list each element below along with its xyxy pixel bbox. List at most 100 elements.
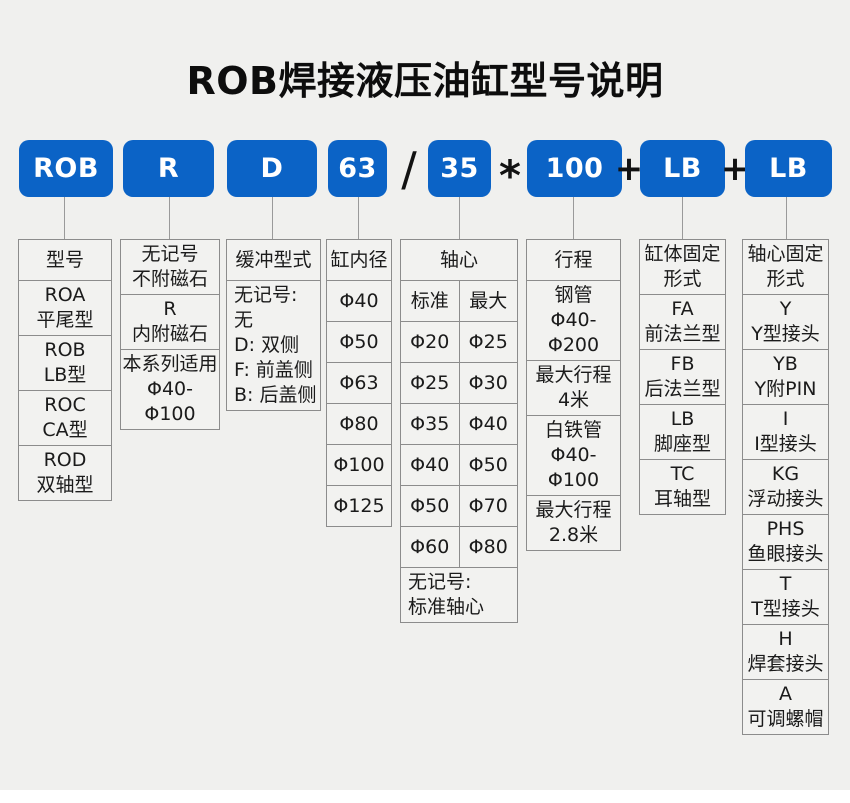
rod-diameter-cell: 最大 — [458, 280, 518, 322]
cell-line: Φ25 — [468, 330, 508, 353]
table-row: Φ50 — [326, 321, 392, 363]
rod-diameter-cell: Φ80 — [458, 526, 518, 568]
cell-line: A — [779, 683, 792, 705]
cell-line: PHS — [766, 518, 805, 540]
cell-line: Φ35 — [410, 412, 450, 435]
body-mount-cell: 缸体固定形式 — [639, 239, 726, 295]
cell-line: Φ60 — [410, 535, 450, 558]
cell-line: 后法兰型 — [644, 378, 721, 400]
table-row: 缸体固定形式 — [639, 239, 726, 295]
cell-line: Φ25 — [410, 371, 450, 394]
cell-line: 不附磁石 — [131, 268, 208, 290]
cell-line: Φ50 — [339, 330, 379, 353]
cell-line: ROC — [44, 394, 86, 416]
table-row: FB 后法兰型 — [639, 349, 726, 405]
cell-line: Φ40-Φ100 — [144, 378, 196, 425]
cell-line: 前法兰型 — [644, 323, 721, 345]
table-row: H 焊套接头 — [742, 624, 829, 680]
table-row: ROD 双轴型 — [18, 445, 112, 501]
cell-line: ROD — [43, 449, 87, 471]
cell-line: 浮动接头 — [747, 488, 824, 510]
cell-line: Y — [779, 298, 792, 320]
cell-line: FA — [671, 298, 694, 320]
cell-line: Φ40 — [410, 453, 450, 476]
rod-diameter-cell: Φ40 — [400, 444, 460, 486]
cell-line: H — [778, 628, 793, 650]
rod-diameter-cell: 标准 — [400, 280, 460, 322]
cell-line: CA型 — [42, 419, 88, 441]
table-row: Φ40 — [326, 280, 392, 322]
cell-line: 焊套接头 — [747, 653, 824, 675]
connector-line — [169, 197, 170, 239]
cell-line: T — [779, 573, 792, 595]
cell-line: 轴心固定 — [747, 243, 824, 265]
cell-line: 无记号: — [408, 571, 472, 593]
code-badge-rod-mount: LB — [745, 140, 832, 197]
rod-diameter-cell: Φ25 — [400, 362, 460, 404]
cell-line: TC — [670, 463, 695, 485]
cell-line: 耳轴型 — [653, 488, 711, 510]
table-row: Φ35 Φ40 — [400, 403, 518, 445]
cell-line: Y型接头 — [751, 323, 820, 345]
cell-line: 本系列适用 — [122, 353, 218, 375]
connector-line — [573, 197, 574, 239]
table-row: Φ60 Φ80 — [400, 526, 518, 568]
cell-line: 形式 — [663, 268, 702, 290]
magnet-cell: 无记号不附磁石 — [120, 239, 220, 295]
cell-line: Y附PIN — [754, 378, 817, 400]
rod-diameter-cell: 轴心 — [400, 239, 518, 281]
page-title: ROB焊接液压油缸型号说明 — [186, 59, 664, 103]
body-mount-cell: FA 前法兰型 — [639, 294, 726, 350]
stroke-cell: 行程 — [526, 239, 621, 281]
rod-diameter-cell: Φ70 — [458, 485, 518, 527]
bore-diameter-cell: Φ80 — [326, 403, 392, 445]
bore-diameter-cell: Φ125 — [326, 485, 392, 527]
rod-mount-cell: YB Y附PIN — [742, 349, 829, 405]
table-row: Φ80 — [326, 403, 392, 445]
cell-line: ROB — [44, 339, 86, 361]
bore-diameter-cell: Φ40 — [326, 280, 392, 322]
cell-line: ROA — [44, 284, 86, 306]
cell-line: Φ40 — [468, 412, 508, 435]
cell-line: Φ80 — [339, 412, 379, 435]
bore-diameter-cell: Φ100 — [326, 444, 392, 486]
table-row: 轴心 — [400, 239, 518, 281]
connector-line — [682, 197, 683, 239]
cell-line: Φ80 — [468, 535, 508, 558]
cell-line: 白铁管 — [544, 419, 602, 441]
cell-line: 形式 — [766, 268, 805, 290]
code-badge-stroke: 100 — [527, 140, 622, 197]
rod-diameter-cell: Φ35 — [400, 403, 460, 445]
cell-line: 缸内径 — [330, 248, 388, 271]
cell-line: 最大行程 — [535, 499, 612, 521]
cell-line: YB — [773, 353, 798, 375]
cell-line: 双轴型 — [36, 474, 94, 496]
cell-line: FB — [670, 353, 695, 375]
table-row: 本系列适用 Φ40-Φ100 — [120, 349, 220, 430]
cell-line: 缸体固定 — [644, 243, 721, 265]
cell-line: 可调螺帽 — [747, 708, 824, 730]
